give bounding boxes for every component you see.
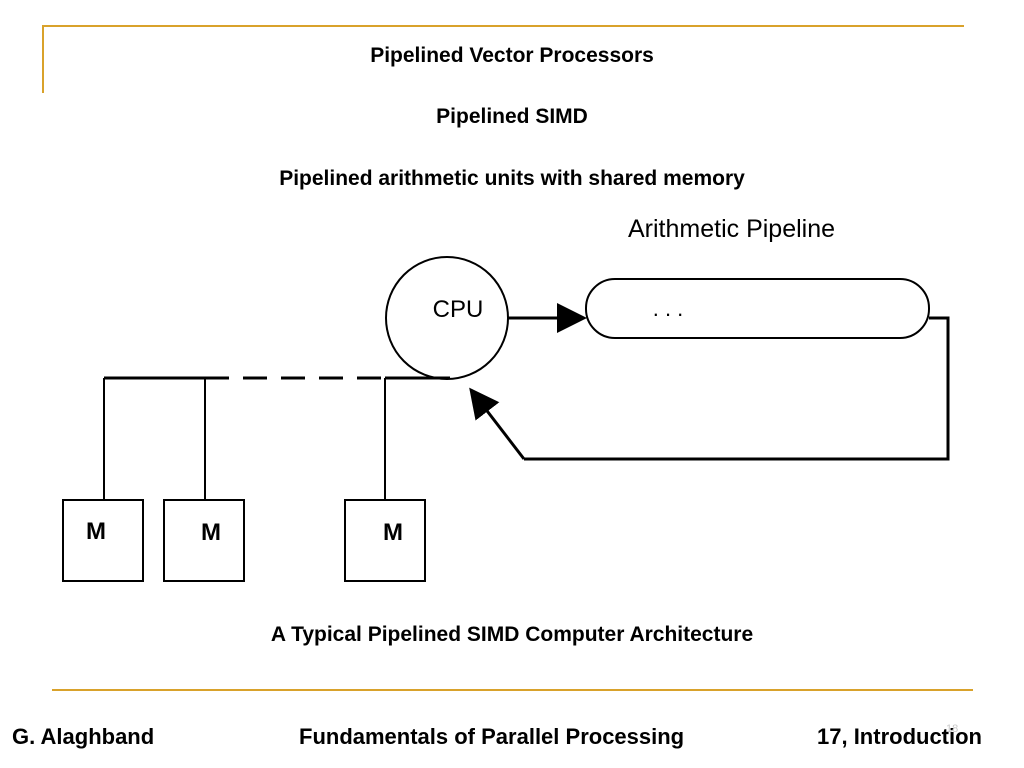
top-rule <box>42 25 964 27</box>
bottom-rule <box>52 689 973 691</box>
memory-module-3 <box>344 499 426 582</box>
arithmetic-pipeline-box <box>585 278 930 339</box>
footer-book-title: Fundamentals of Parallel Processing <box>299 724 685 749</box>
slide-subtitle-shared-memory: Pipelined arithmetic units with shared m… <box>279 167 745 190</box>
left-rule <box>42 25 44 93</box>
memory-module-2 <box>163 499 245 582</box>
footer-author: G. Alaghband <box>12 724 155 749</box>
slide-number: 18 <box>946 723 959 735</box>
memory-module-1 <box>62 499 144 582</box>
slide-title: Pipelined Vector Processors <box>370 44 654 67</box>
pipeline-label: Arithmetic Pipeline <box>628 215 835 243</box>
diagram-caption: A Typical Pipelined SIMD Computer Archit… <box>270 623 754 646</box>
cpu-label: CPU <box>433 296 484 323</box>
memory-label-2: M <box>201 519 221 546</box>
feedback-path <box>524 316 950 461</box>
memory-label-3: M <box>383 519 403 546</box>
memory-label-1: M <box>86 518 106 545</box>
feedback-arrow <box>469 387 526 460</box>
pipeline-ellipsis: . . . <box>653 296 684 321</box>
footer-chapter: 17, Introduction <box>817 724 982 749</box>
slide-subtitle-simd: Pipelined SIMD <box>436 105 588 128</box>
